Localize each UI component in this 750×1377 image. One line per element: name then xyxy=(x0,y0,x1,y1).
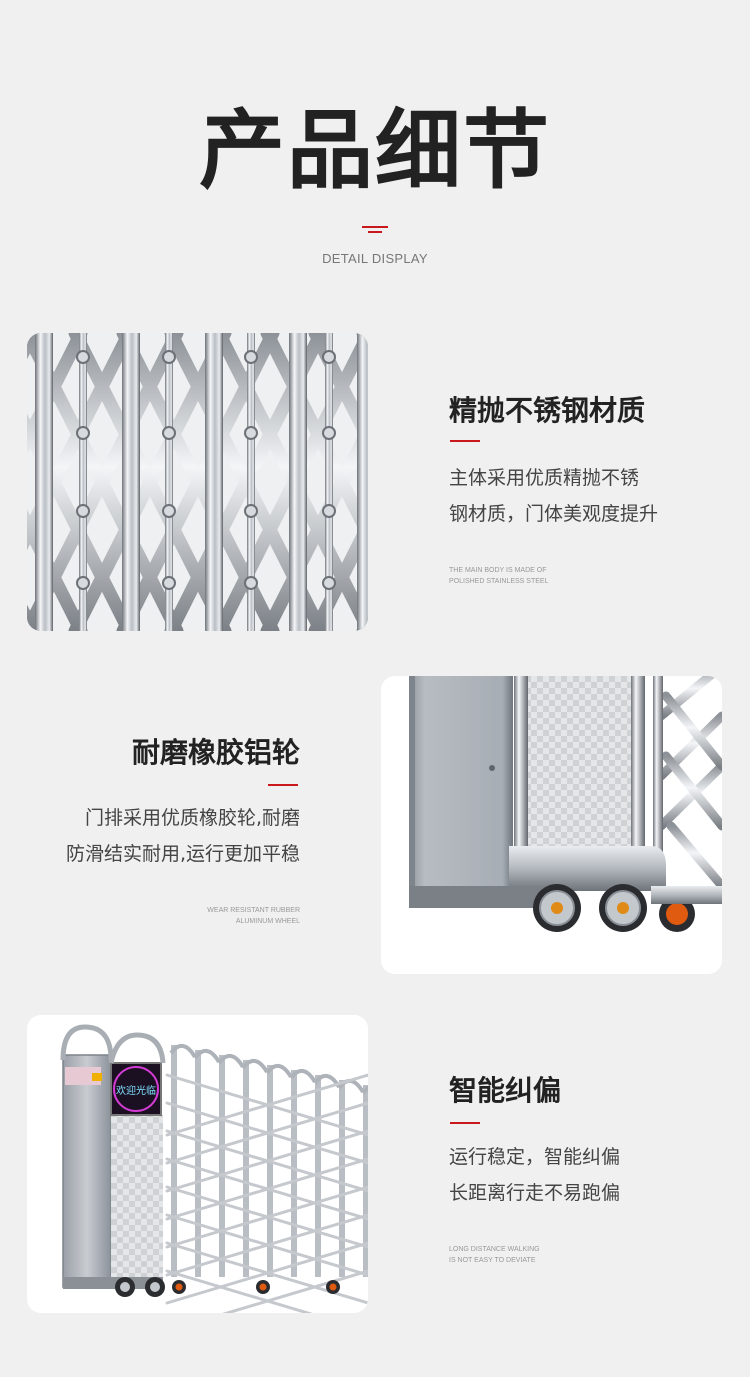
section-3-body-line: 长距离行走不易跑偏 xyxy=(449,1182,621,1204)
section-1-body-line: 钢材质，门体美观度提升 xyxy=(449,503,659,525)
section-2-english-line: ALUMINUM WHEEL xyxy=(235,918,300,925)
section-2-body-line: 门排采用优质橡胶轮,耐磨 xyxy=(84,807,300,829)
section-3-heading: 智能纠偏 xyxy=(449,1074,562,1107)
section-3-accent-line xyxy=(450,1122,480,1124)
section-2-heading: 耐磨橡胶铝轮 xyxy=(131,736,300,769)
page-subtitle: DETAIL DISPLAY xyxy=(322,251,428,266)
section-1-accent-line xyxy=(450,440,480,442)
section-1-english-line: POLISHED STAINLESS STEEL xyxy=(449,578,549,585)
section-3-english-caption: LONG DISTANCE WALKING IS NOT EASY TO DEV… xyxy=(449,1244,540,1266)
section-3-body-line: 运行稳定，智能纠偏 xyxy=(449,1146,621,1168)
section-2-english-caption: WEAR RESISTANT RUBBER ALUMINUM WHEEL xyxy=(100,905,300,927)
wheel-closeup-photo xyxy=(381,676,722,974)
section-1-english-caption: THE MAIN BODY IS MADE OF POLISHED STAINL… xyxy=(449,565,548,587)
section-3-english-line: IS NOT EASY TO DEVIATE xyxy=(449,1257,536,1264)
section-1-heading: 精抛不锈钢材质 xyxy=(449,394,646,427)
title-accent-mark xyxy=(362,226,388,233)
section-2-body: 门排采用优质橡胶轮,耐磨 防滑结实耐用,运行更加平稳 xyxy=(20,800,300,872)
section-1-body-line: 主体采用优质精抛不锈 xyxy=(449,467,640,489)
full-gate-photo: 欢迎光临 xyxy=(27,1015,368,1313)
section-2-body-line: 防滑结实耐用,运行更加平稳 xyxy=(65,843,300,865)
gate-led-sign: 欢迎光临 xyxy=(116,1084,156,1097)
section-2-english-line: WEAR RESISTANT RUBBER xyxy=(207,907,300,914)
page-title: 产品细节 xyxy=(199,101,551,201)
steel-lattice-photo xyxy=(27,333,368,631)
section-1-body: 主体采用优质精抛不锈 钢材质，门体美观度提升 xyxy=(449,460,658,532)
section-1-english-line: THE MAIN BODY IS MADE OF xyxy=(449,567,547,574)
section-3-body: 运行稳定，智能纠偏 长距离行走不易跑偏 xyxy=(449,1139,620,1211)
section-3-english-line: LONG DISTANCE WALKING xyxy=(449,1246,540,1253)
section-2-accent-line xyxy=(268,784,298,786)
